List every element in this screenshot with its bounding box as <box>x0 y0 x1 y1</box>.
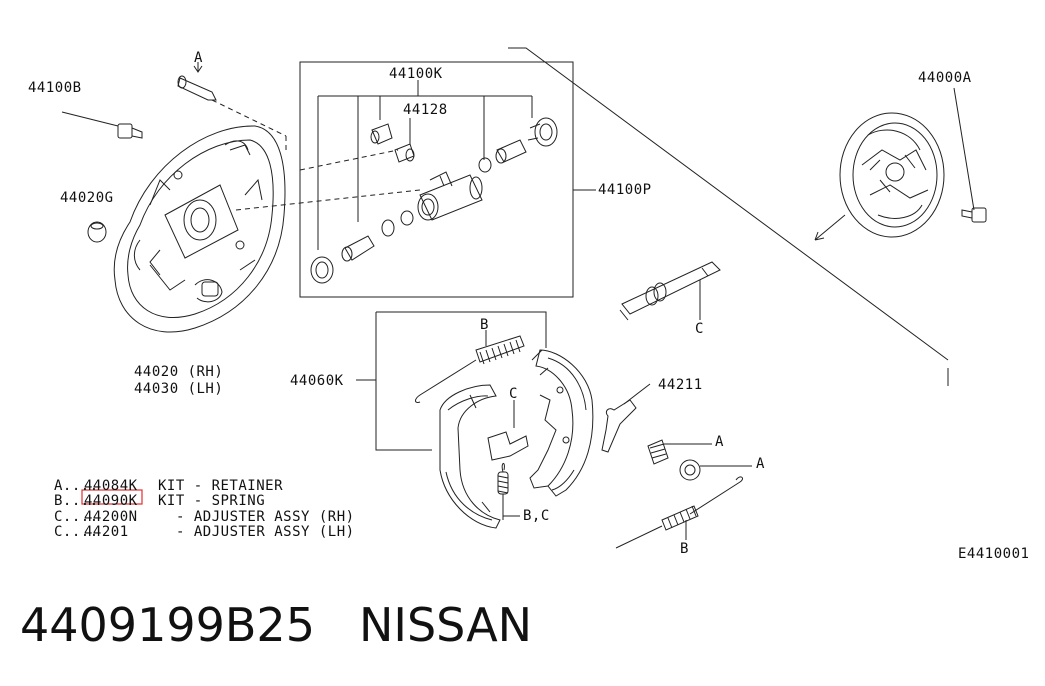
label-44060k: 44060K <box>290 373 344 389</box>
caption-part-number: 4409199B25 <box>20 598 315 652</box>
label-44128: 44128 <box>403 102 448 118</box>
legend-desc: KIT - SPRING <box>158 493 265 509</box>
label-spring-b-lower: B <box>680 541 689 557</box>
label-44100b: 44100B <box>28 80 82 96</box>
label-44000a: 44000A <box>918 70 972 86</box>
label-adjuster-c-small: C <box>509 386 518 402</box>
label-44211: 44211 <box>658 377 703 393</box>
legend-part: 44201 <box>84 524 129 540</box>
brake-assembly-drawing <box>814 87 987 241</box>
retainer-spring-drawing <box>647 439 712 465</box>
spring-lower-drawing <box>615 476 743 549</box>
legend-key: C.... <box>54 524 99 540</box>
legend-key: A.... <box>54 478 99 494</box>
label-spring-b-upper: B <box>480 317 489 333</box>
legend-key: B.... <box>54 493 99 509</box>
lever-drawing <box>601 383 651 453</box>
highlight-box <box>81 489 143 505</box>
label-retainer-a-2: A <box>756 456 765 472</box>
label-44020-rh: 44020 (RH) <box>134 364 223 380</box>
label-44100p: 44100P <box>598 182 652 198</box>
label-44100k: 44100K <box>389 66 443 82</box>
legend-part: 44090K <box>84 493 138 509</box>
diagram-code: E4410001 <box>958 546 1029 562</box>
retainer-cup-drawing <box>679 459 752 481</box>
caption-brand: NISSAN <box>358 598 533 652</box>
wheel-cylinder-box <box>299 61 574 298</box>
label-44020g: 44020G <box>60 190 114 206</box>
label-retainer-a-top: A <box>194 50 203 66</box>
legend-desc: - ADJUSTER ASSY (RH) <box>176 509 355 525</box>
brake-shoe-left-drawing <box>439 384 501 529</box>
legend-desc: KIT - RETAINER <box>158 478 283 494</box>
backing-plate-drawing <box>113 125 286 333</box>
label-44030-lh: 44030 (LH) <box>134 381 223 397</box>
retainer-pin-icon <box>177 62 287 150</box>
legend-key: C.... <box>54 509 99 525</box>
brake-shoe-right-drawing <box>529 349 594 497</box>
adjuster-drawing <box>619 261 721 321</box>
spring-small-drawing <box>497 463 520 520</box>
label-retainer-a-1: A <box>715 434 724 450</box>
spring-upper-drawing <box>415 330 525 403</box>
legend-part: 44084K <box>84 478 138 494</box>
legend-desc: - ADJUSTER ASSY (LH) <box>176 524 355 540</box>
caption: 4409199B25 NISSAN <box>20 598 532 652</box>
adjuster-small-drawing <box>487 400 529 461</box>
wheel-cylinder-drawing <box>310 117 558 284</box>
label-adjuster-c: C <box>695 321 704 337</box>
bolt-icon <box>61 111 143 139</box>
plug-icon <box>87 221 107 243</box>
label-spring-bc: B,C <box>523 508 550 524</box>
legend: A.... 44084K KIT - RETAINER B.... 44090K… <box>54 478 355 540</box>
legend-part: 44200N <box>84 509 138 525</box>
